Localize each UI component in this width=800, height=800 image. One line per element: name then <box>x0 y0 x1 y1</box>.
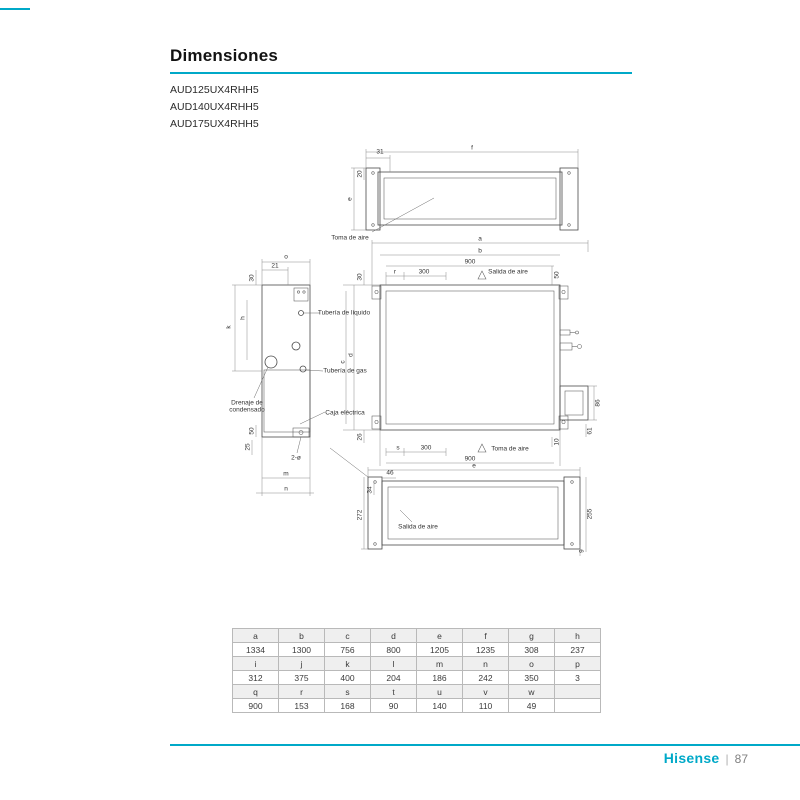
table-cell: 350 <box>508 670 555 685</box>
top-view <box>351 149 579 233</box>
table-cell: 375 <box>278 670 325 685</box>
table-cell: 400 <box>324 670 371 685</box>
footer-divider: | <box>725 752 729 766</box>
model-number: AUD175UX4RHH5 <box>170 118 259 130</box>
table-cell: 1205 <box>416 642 463 657</box>
front-view <box>343 240 597 466</box>
table-cell: l <box>370 656 417 671</box>
table-cell: g <box>508 628 555 643</box>
table-cell: b <box>278 628 325 643</box>
model-list: AUD125UX4RHH5 AUD140UX4RHH5 AUD175UX4RHH… <box>170 82 259 133</box>
table-cell: 308 <box>508 642 555 657</box>
table-cell: v <box>462 684 509 699</box>
table-cell: 312 <box>232 670 279 685</box>
table-cell: 1235 <box>462 642 509 657</box>
table-cell: w <box>508 684 555 699</box>
table-cell: q <box>232 684 279 699</box>
title-underline <box>170 72 632 74</box>
table-cell <box>554 698 601 713</box>
table-cell: 900 <box>232 698 279 713</box>
model-number: AUD125UX4RHH5 <box>170 84 259 96</box>
page-number: 87 <box>734 752 748 766</box>
table-cell: e <box>416 628 463 643</box>
table-cell: c <box>324 628 371 643</box>
table-cell: 186 <box>416 670 463 685</box>
table-cell: 3 <box>554 670 601 685</box>
table-cell: d <box>370 628 417 643</box>
table-cell: 204 <box>370 670 417 685</box>
top-left-accent <box>0 8 30 10</box>
table-cell: m <box>416 656 463 671</box>
brand-logo: Hisense <box>663 750 720 766</box>
table-cell: 168 <box>324 698 371 713</box>
table-cell: 153 <box>278 698 325 713</box>
footer: Hisense | 87 <box>664 750 748 766</box>
table-cell: 1334 <box>232 642 279 657</box>
table-cell: 140 <box>416 698 463 713</box>
table-cell: r <box>278 684 325 699</box>
table-cell: n <box>462 656 509 671</box>
table-cell: t <box>370 684 417 699</box>
page-title: Dimensiones <box>170 46 279 65</box>
table-cell: f <box>462 628 509 643</box>
table-cell: 237 <box>554 642 601 657</box>
table-cell: s <box>324 684 371 699</box>
table-cell: j <box>278 656 325 671</box>
table-cell: o <box>508 656 555 671</box>
table-cell: u <box>416 684 463 699</box>
table-cell: 90 <box>370 698 417 713</box>
table-cell: 242 <box>462 670 509 685</box>
table-cell: 1300 <box>278 642 325 657</box>
bottom-view <box>329 447 587 556</box>
table-cell <box>554 684 601 699</box>
table-cell: 800 <box>370 642 417 657</box>
table-cell: 110 <box>462 698 509 713</box>
table-cell: a <box>232 628 279 643</box>
table-cell: i <box>232 656 279 671</box>
table-cell: h <box>554 628 601 643</box>
footer-rule <box>170 744 800 746</box>
model-number: AUD140UX4RHH5 <box>170 101 259 113</box>
table-cell: p <box>554 656 601 671</box>
side-view <box>232 259 326 496</box>
table-cell: 49 <box>508 698 555 713</box>
table-cell: 756 <box>324 642 371 657</box>
table-cell: k <box>324 656 371 671</box>
